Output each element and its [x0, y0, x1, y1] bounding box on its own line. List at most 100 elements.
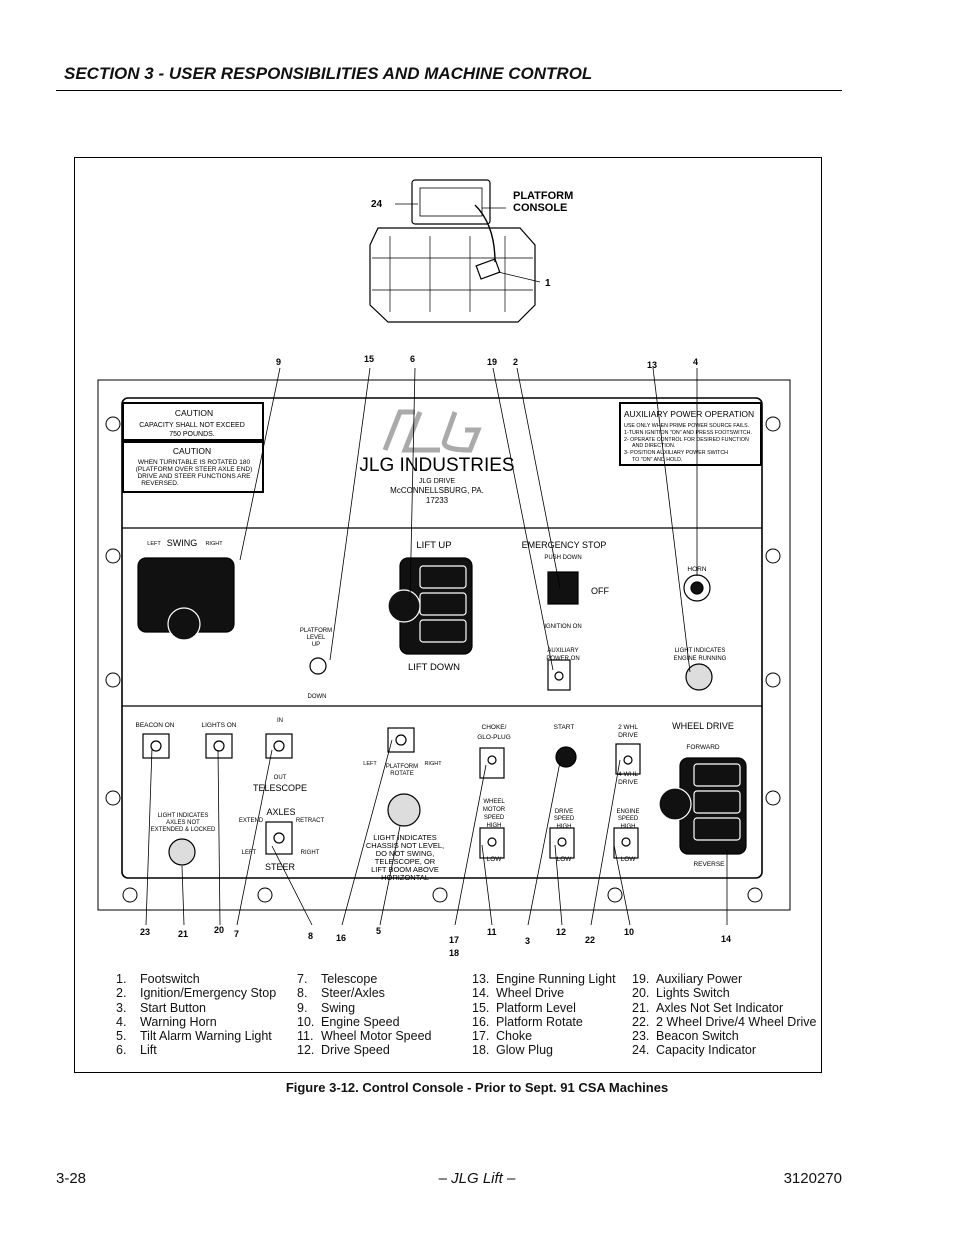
header-rule [56, 90, 842, 91]
svg-text:EXTENDED & LOCKED: EXTENDED & LOCKED [151, 827, 216, 833]
svg-text:23: 23 [140, 927, 150, 937]
svg-text:DRIVE: DRIVE [618, 732, 639, 739]
caution2-title: CAUTION [173, 446, 211, 456]
svg-text:START: START [554, 724, 575, 731]
svg-text:4 WHL: 4 WHL [618, 771, 638, 778]
footswitch [475, 258, 501, 280]
svg-text:WHEEL: WHEEL [483, 799, 505, 805]
svg-text:SPEED: SPEED [554, 816, 575, 822]
caution1-title: CAUTION [175, 408, 213, 418]
svg-text:SPEED: SPEED [618, 816, 639, 822]
svg-text:FORWARD: FORWARD [686, 744, 720, 751]
svg-text:LOW: LOW [487, 856, 503, 863]
console-box [411, 179, 491, 225]
svg-text:LEVEL: LEVEL [307, 635, 326, 641]
svg-text:EMERGENCY STOP: EMERGENCY STOP [522, 540, 607, 550]
svg-text:RETRACT: RETRACT [296, 818, 325, 824]
svg-text:LIGHT INDICATES: LIGHT INDICATES [675, 648, 726, 654]
legend-column-4: 19.Auxiliary Power 20.Lights Switch 21.A… [632, 972, 816, 1058]
svg-text:14: 14 [721, 934, 731, 944]
svg-text:CAPACITY SHALL NOT EXCEED: CAPACITY SHALL NOT EXCEED [139, 422, 245, 429]
svg-text:LIFT BOOM ABOVE: LIFT BOOM ABOVE [371, 865, 439, 874]
legend-item: 10.Engine Speed [297, 1014, 400, 1029]
svg-text:17233: 17233 [426, 496, 449, 505]
legend-item: 11.Wheel Motor Speed [297, 1029, 432, 1044]
legend-item: 7.Telescope [297, 972, 378, 986]
svg-text:11: 11 [487, 927, 497, 937]
svg-text:2- OPERATE CONTROL FOR DESIRED: 2- OPERATE CONTROL FOR DESIRED FUNCTION [624, 437, 749, 443]
svg-text:12: 12 [556, 927, 566, 937]
svg-text:UP: UP [312, 642, 320, 648]
svg-text:ENGINE RUNNING: ENGINE RUNNING [674, 656, 727, 662]
legend-item: 15.Platform Level [472, 1000, 576, 1015]
svg-text:HIGH: HIGH [621, 824, 636, 830]
legend-item: 2.Ignition/Emergency Stop [116, 986, 277, 1001]
svg-text:TELESCOPE: TELESCOPE [253, 783, 307, 793]
legend-item: 13.Engine Running Light [472, 972, 616, 986]
svg-text:15: 15 [364, 354, 374, 364]
svg-text:LOW: LOW [621, 856, 637, 863]
legend-item: 1.Footswitch [116, 972, 200, 986]
svg-text:IN: IN [277, 718, 283, 724]
svg-text:WHEN TURNTABLE IS ROTATED 180: WHEN TURNTABLE IS ROTATED 180 [138, 459, 251, 466]
legend-column-3: 13.Engine Running Light 14.Wheel Drive 1… [472, 972, 616, 1058]
svg-text:LIFT DOWN: LIFT DOWN [408, 662, 460, 673]
legend-item: 17.Choke [472, 1029, 533, 1044]
svg-text:OFF: OFF [591, 586, 609, 596]
legend-item: 19.Auxiliary Power [632, 972, 743, 986]
svg-text:4: 4 [693, 357, 698, 367]
legend-item: 23.Beacon Switch [632, 1029, 739, 1044]
svg-text:21: 21 [178, 929, 188, 939]
svg-text:6: 6 [410, 354, 415, 364]
svg-text:LEFT: LEFT [363, 761, 377, 767]
svg-text:RIGHT: RIGHT [301, 850, 320, 856]
svg-text:2: 2 [513, 357, 518, 367]
svg-text:McCONNELLSBURG, PA.: McCONNELLSBURG, PA. [390, 486, 484, 495]
section-title: SECTION 3 - USER RESPONSIBILITIES AND MA… [64, 64, 593, 83]
legend-item: 9.Swing [297, 1000, 356, 1015]
legend-item: 22.2 Wheel Drive/4 Wheel Drive [632, 1014, 817, 1029]
legend-item: 12.Drive Speed [297, 1043, 390, 1058]
svg-text:19: 19 [487, 357, 497, 367]
svg-text:USE ONLY WHEN PRIME POWER SOUR: USE ONLY WHEN PRIME POWER SOURCE FAILS. [624, 423, 749, 429]
svg-text:REVERSE: REVERSE [693, 861, 725, 868]
svg-text:LIGHT INDICATES: LIGHT INDICATES [373, 833, 436, 842]
svg-text:TELESCOPE, OR: TELESCOPE, OR [375, 857, 436, 866]
legend-item: 20.Lights Switch [632, 986, 730, 1001]
svg-text:TO "ON" AND HOLD.: TO "ON" AND HOLD. [632, 457, 682, 463]
svg-text:LOW: LOW [557, 856, 573, 863]
svg-text:AUXILIARY: AUXILIARY [547, 648, 578, 654]
legend-item: 4.Warning Horn [116, 1014, 217, 1029]
aux-title: AUXILIARY POWER OPERATION [624, 409, 754, 419]
svg-text:17: 17 [449, 935, 459, 945]
svg-text:SWING: SWING [167, 538, 198, 548]
doc-number: 3120270 [783, 1170, 842, 1187]
svg-text:CONSOLE: CONSOLE [513, 202, 567, 214]
legend-item: 14.Wheel Drive [472, 986, 565, 1001]
control-panel [97, 379, 791, 911]
svg-text:AND DIRECTION.: AND DIRECTION. [632, 443, 675, 449]
svg-text:GLO-PLUG: GLO-PLUG [477, 734, 511, 741]
legend-item: 3.Start Button [116, 1000, 207, 1015]
legend-item: 8.Steer/Axles [297, 986, 385, 1001]
svg-text:3- POSITION AUXILIARY POWER SW: 3- POSITION AUXILIARY POWER SWITCH [624, 450, 728, 456]
svg-text:LIGHTS ON: LIGHTS ON [201, 722, 236, 729]
svg-text:DRIVE AND STEER FUNCTIONS ARE: DRIVE AND STEER FUNCTIONS ARE [137, 473, 251, 480]
svg-text:5: 5 [376, 926, 381, 936]
svg-text:PLATFORM: PLATFORM [300, 628, 332, 634]
svg-text:16: 16 [336, 933, 346, 943]
svg-text:REVERSED.: REVERSED. [141, 480, 179, 487]
svg-text:24: 24 [371, 199, 383, 210]
svg-text:IGNITION ON: IGNITION ON [544, 624, 581, 630]
svg-text:HORN: HORN [687, 566, 706, 573]
svg-text:RIGHT: RIGHT [205, 541, 223, 547]
svg-text:RIGHT: RIGHT [424, 761, 442, 767]
svg-text:JLG DRIVE: JLG DRIVE [419, 478, 456, 485]
legend-item: 6.Lift [116, 1043, 157, 1058]
svg-text:HIGH: HIGH [487, 823, 502, 829]
svg-text:AXLES: AXLES [266, 807, 295, 817]
svg-text:22: 22 [585, 935, 595, 945]
legend-item: 5.Tilt Alarm Warning Light [116, 1029, 272, 1044]
svg-text:AXLES NOT: AXLES NOT [166, 820, 200, 826]
